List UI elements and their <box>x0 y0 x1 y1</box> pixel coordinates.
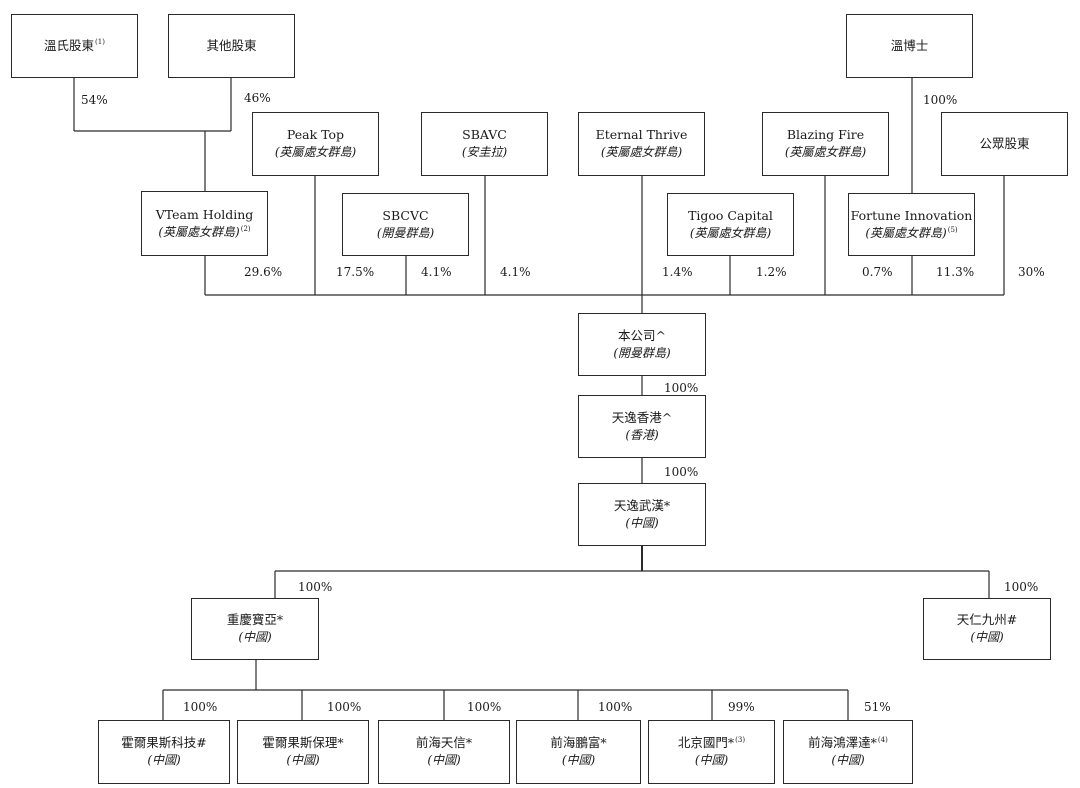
percentage-label: 1.2% <box>756 265 787 279</box>
percentage-label: 99% <box>728 700 755 714</box>
entity-tigoo-capital: Tigoo Capital (英屬處女群島) <box>667 193 794 256</box>
entity-name: Tigoo Capital <box>688 207 773 223</box>
entity-qianhai-pengfu: 前海鵬富* (中國) <box>516 720 641 784</box>
entity-name: 前海天信* <box>415 735 473 751</box>
entity-chongqing-baoya: 重慶寶亞* (中國) <box>191 598 319 660</box>
entity-jurisdiction: (中國) <box>147 753 181 768</box>
entity-qianhai-tianxin: 前海天信* (中國) <box>378 720 510 784</box>
entity-name: 溫氏股東(1) <box>44 37 105 53</box>
entity-name: Fortune Innovation <box>850 207 973 223</box>
entity-name: VTeam Holding <box>155 206 254 222</box>
percentage-label: 100% <box>598 700 633 714</box>
entity-jurisdiction: (安圭拉) <box>461 145 508 160</box>
entity-jurisdiction: (開曼群島) <box>376 225 435 240</box>
entity-jurisdiction: (中國) <box>625 515 659 530</box>
entity-jurisdiction: (英屬處女群島) <box>689 225 772 240</box>
entity-jurisdiction: (中國) <box>286 753 320 768</box>
percentage-label: 100% <box>923 93 958 107</box>
entity-qianhai-hongzeda: 前海鴻澤達*(4) (中國) <box>783 720 913 784</box>
footnote-marker: (2) <box>240 224 251 233</box>
entity-fortune-innovation: Fortune Innovation (英屬處女群島)(5) <box>848 193 975 256</box>
entity-jurisdiction: (中國) <box>238 630 272 645</box>
entity-peak-top: Peak Top (英屬處女群島) <box>252 112 379 176</box>
entity-name: 天逸武漢* <box>613 497 671 513</box>
entity-sbavc: SBAVC (安圭拉) <box>421 112 548 176</box>
entity-public-shareholders: 公眾股東 <box>941 112 1068 176</box>
entity-vteam-holding: VTeam Holding (英屬處女群島)(2) <box>141 191 268 256</box>
entity-dr-wen: 溫博士 <box>846 14 973 78</box>
entity-horgos-factoring: 霍爾果斯保理* (中國) <box>237 720 369 784</box>
footnote-marker: (1) <box>95 38 105 47</box>
entity-wen-family-shareholders: 溫氏股東(1) <box>11 14 138 78</box>
entity-name: 重慶寶亞* <box>226 612 284 628</box>
footnote-marker: (4) <box>877 736 888 745</box>
entity-name: 天逸香港^ <box>611 409 673 425</box>
percentage-label: 100% <box>467 700 502 714</box>
percentage-label: 100% <box>1004 580 1039 594</box>
entity-tianyi-hk: 天逸香港^ (香港) <box>578 395 706 458</box>
entity-jurisdiction: (開曼群島) <box>613 345 671 360</box>
entity-other-shareholders: 其他股東 <box>168 14 295 78</box>
entity-sbcvc: SBCVC (開曼群島) <box>342 193 469 256</box>
entity-eternal-thrive: Eternal Thrive (英屬處女群島) <box>578 112 705 176</box>
entity-jurisdiction: (中國) <box>694 753 729 768</box>
entity-jurisdiction: (英屬處女群島) <box>784 145 867 160</box>
entity-name: Peak Top <box>286 127 345 143</box>
entity-jurisdiction: (香港) <box>625 427 659 442</box>
percentage-label: 1.4% <box>662 265 693 279</box>
entity-jurisdiction: (中國) <box>970 630 1004 645</box>
percentage-label: 17.5% <box>336 265 375 279</box>
percentage-label: 0.7% <box>862 265 893 279</box>
percentage-label: 4.1% <box>500 265 531 279</box>
entity-name: SBAVC <box>462 127 507 143</box>
entity-name: 北京國門*(3) <box>677 735 746 751</box>
entity-tianren-jiuzhou: 天仁九州# (中國) <box>923 598 1051 660</box>
entity-name: Blazing Fire <box>786 127 865 143</box>
percentage-label: 100% <box>298 580 333 594</box>
entity-name: 溫博士 <box>890 37 929 53</box>
percentage-label: 30% <box>1018 265 1045 279</box>
entity-name: 其他股東 <box>206 37 257 53</box>
footnote-marker: (3) <box>735 736 746 745</box>
entity-horgos-tech: 霍爾果斯科技# (中國) <box>98 720 230 784</box>
percentage-label: 29.6% <box>244 265 283 279</box>
entity-jurisdiction: (中國) <box>427 753 461 768</box>
percentage-label: 100% <box>327 700 362 714</box>
percentage-label: 100% <box>664 381 699 395</box>
entity-jurisdiction: (英屬處女群島) <box>274 145 357 160</box>
entity-beijing-guomen: 北京國門*(3) (中國) <box>648 720 775 784</box>
percentage-label: 100% <box>664 465 699 479</box>
entity-name: 前海鴻澤達*(4) <box>808 735 888 751</box>
entity-company: 本公司^ (開曼群島) <box>578 313 706 376</box>
percentage-label: 46% <box>244 91 271 105</box>
entity-jurisdiction: (英屬處女群島)(2) <box>158 224 251 239</box>
footnote-marker: (5) <box>947 225 958 234</box>
entity-name: 天仁九州# <box>956 612 1018 628</box>
entity-name: SBCVC <box>382 207 429 223</box>
percentage-label: 100% <box>183 700 218 714</box>
entity-blazing-fire: Blazing Fire (英屬處女群島) <box>762 112 889 176</box>
entity-jurisdiction: (中國) <box>831 753 865 768</box>
entity-jurisdiction: (英屬處女群島) <box>600 145 683 160</box>
entity-name: 前海鵬富* <box>550 735 607 751</box>
percentage-label: 54% <box>81 93 108 107</box>
entity-name: 霍爾果斯科技# <box>121 735 207 751</box>
entity-name: Eternal Thrive <box>595 127 688 143</box>
entity-name: 公眾股東 <box>979 135 1030 151</box>
entity-tianyi-wuhan: 天逸武漢* (中國) <box>578 483 706 546</box>
percentage-label: 51% <box>864 700 891 714</box>
entity-jurisdiction: (中國) <box>561 753 596 768</box>
percentage-label: 4.1% <box>421 265 452 279</box>
percentage-label: 11.3% <box>936 265 975 279</box>
entity-name: 本公司^ <box>618 327 666 343</box>
entity-name: 霍爾果斯保理* <box>262 735 344 751</box>
entity-jurisdiction: (英屬處女群島)(5) <box>865 225 958 240</box>
